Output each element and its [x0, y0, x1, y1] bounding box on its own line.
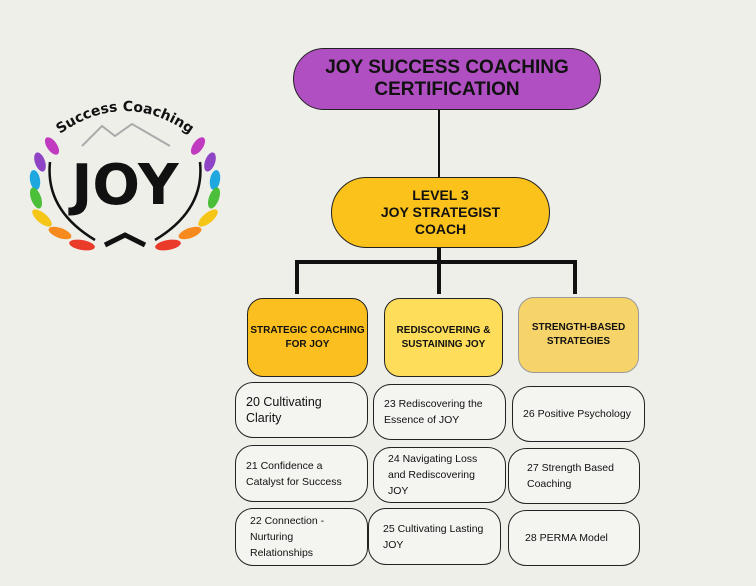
category-label: STRATEGIC COACHING FOR JOY	[250, 324, 365, 350]
level-line1: LEVEL 3	[412, 187, 469, 203]
title-line2: CERTIFICATION	[374, 79, 520, 100]
module-item: 26 Positive Psychology	[512, 386, 645, 442]
laurel-leaves	[29, 137, 221, 251]
module-label: 24 Navigating Loss and Rediscovering JOY	[388, 453, 478, 497]
module-item: 27 Strength Based Coaching	[508, 448, 640, 504]
module-label: 27 Strength Based Coaching	[527, 462, 614, 490]
module-item: 25 Cultivating Lasting JOY	[368, 508, 501, 565]
connector	[573, 260, 577, 294]
module-item: 22 Connection - Nurturing Relationships	[235, 508, 368, 566]
connector-bar	[295, 260, 577, 264]
module-item: 28 PERMA Model	[508, 510, 640, 566]
category-strategic-coaching: STRATEGIC COACHING FOR JOY	[247, 298, 368, 377]
joy-logo: JOY Success Coaching	[29, 99, 221, 251]
level-line2: JOY STRATEGIST	[380, 204, 501, 220]
module-label: 21 Confidence a Catalyst for Success	[246, 459, 342, 488]
module-label: 26 Positive Psychology	[523, 408, 631, 420]
module-item: 21 Confidence a Catalyst for Success	[235, 445, 368, 502]
module-item: 20 Cultivating Clarity	[235, 382, 368, 438]
module-label: 22 Connection - Nurturing Relationships	[250, 515, 325, 559]
connector	[437, 260, 441, 294]
connector	[295, 260, 299, 294]
logo-text-main: JOY	[68, 153, 180, 218]
category-rediscovering: REDISCOVERING & SUSTAINING JOY	[384, 298, 503, 377]
level-line3: COACH	[414, 221, 467, 237]
connector	[438, 110, 440, 177]
logo-text-top-wrap: Success Coaching	[53, 99, 196, 137]
module-label: 23 Rediscovering the Essence of JOY	[384, 398, 483, 426]
category-strength-based: STRENGTH-BASED STRATEGIES	[518, 297, 639, 373]
module-item: 23 Rediscovering the Essence of JOY	[373, 384, 506, 440]
module-item: 24 Navigating Loss and Rediscovering JOY	[373, 447, 506, 503]
title-line1: JOY SUCCESS COACHING	[325, 57, 569, 78]
module-label: 25 Cultivating Lasting JOY	[383, 522, 484, 551]
module-label: 28 PERMA Model	[525, 532, 608, 544]
module-label: 20 Cultivating Clarity	[246, 395, 322, 425]
category-label: REDISCOVERING & SUSTAINING JOY	[396, 324, 491, 350]
category-label: STRENGTH-BASED STRATEGIES	[531, 322, 626, 347]
connector	[437, 248, 441, 262]
logo-text-top: Success Coaching	[53, 99, 196, 137]
